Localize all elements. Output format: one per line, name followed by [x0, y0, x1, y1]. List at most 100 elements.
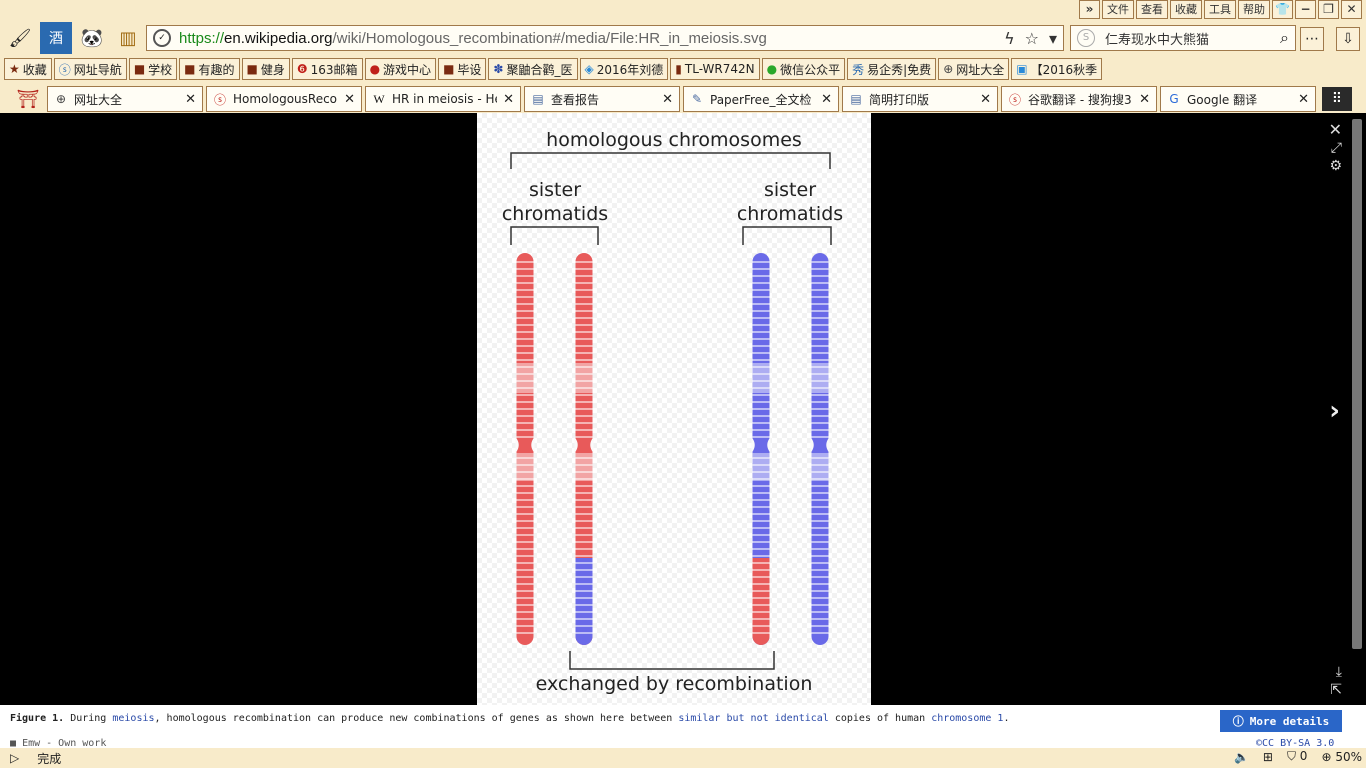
folder-icon: ■ [133, 62, 146, 76]
tab-item[interactable]: ▤简明打印版✕ [842, 86, 998, 112]
bookmark-item[interactable]: ■健身 [241, 58, 290, 80]
search-input[interactable]: 仁寿现水中大熊猫 [1105, 32, 1210, 48]
screenshot-icon[interactable]: ⊞ [1262, 749, 1273, 764]
lightning-icon[interactable]: ϟ [1004, 28, 1015, 48]
chromatid-band [575, 373, 593, 375]
chromatid-band [516, 282, 534, 284]
chromatid-band [575, 492, 593, 494]
minimize-button[interactable]: − [1295, 0, 1316, 19]
tab-item[interactable]: ⊕网址大全✕ [47, 86, 203, 112]
chromatid-band [811, 422, 829, 424]
expand-icon[interactable]: » [1079, 0, 1100, 19]
bookmark-item[interactable]: ■有趣的 [179, 58, 240, 80]
close-tab-icon[interactable]: ✕ [344, 91, 355, 107]
tab-item[interactable]: ✎PaperFree_全文检✕ [683, 86, 839, 112]
next-image-arrow-icon[interactable]: › [1329, 396, 1340, 426]
wikipedia-icon: W [373, 91, 385, 106]
bookmark-item[interactable]: 秀易企秀|免费 [847, 58, 937, 80]
download-icon[interactable]: ⇩ [1336, 27, 1360, 51]
close-tab-icon[interactable]: ✕ [980, 91, 991, 107]
close-window-button[interactable]: ✕ [1341, 0, 1362, 19]
chromatids-group [515, 253, 830, 645]
close-tab-icon[interactable]: ✕ [1139, 91, 1150, 107]
bookmark-item[interactable]: ▣【2016秋季 [1011, 58, 1103, 80]
viewer-scrollbar[interactable] [1352, 119, 1362, 649]
bookmark-item[interactable]: ▮TL-WR742N [670, 58, 760, 80]
share-icon[interactable]: ⇱ [1330, 682, 1342, 698]
url-text[interactable]: https://en.wikipedia.org/wiki/Homologous… [179, 30, 1004, 47]
bookmark-item[interactable]: ◈2016年刘德 [579, 58, 669, 80]
chromatid-band [575, 261, 593, 263]
tab-item[interactable]: ▤查看报告✕ [524, 86, 680, 112]
fullscreen-icon[interactable]: ⤢ [1330, 140, 1342, 156]
close-viewer-icon[interactable]: ✕ [1328, 120, 1342, 139]
bookmark-item[interactable]: ●游戏中心 [364, 58, 437, 80]
search-box[interactable]: S 仁寿现水中大熊猫 ⌕ [1070, 25, 1296, 51]
menu-tools[interactable]: 工具 [1204, 0, 1236, 19]
chromatid-band [575, 429, 593, 431]
link-similar[interactable]: similar but not identical [678, 713, 829, 724]
bamboo-icon[interactable]: ▥ [119, 27, 137, 49]
wine-icon[interactable]: 酒 [40, 22, 72, 54]
skin-icon[interactable]: 👕 [1272, 0, 1293, 19]
bookmark-item[interactable]: ⊕网址大全 [938, 58, 1010, 80]
chromatid-band [752, 611, 770, 613]
tab-list-button[interactable]: ⠿ [1322, 87, 1352, 111]
volume-icon[interactable]: 🔈 [1233, 749, 1249, 764]
chromatid-band [811, 506, 829, 508]
settings-gear-icon[interactable]: ⚙ [1329, 158, 1342, 174]
menu-help[interactable]: 帮助 [1238, 0, 1270, 19]
link-meiosis[interactable]: meiosis [112, 713, 155, 724]
chromatid-band [516, 317, 534, 319]
close-tab-icon[interactable]: ✕ [662, 91, 673, 107]
bookmark-item[interactable]: ●微信公众平 [761, 58, 846, 80]
secure-lock-icon[interactable]: ✓ [153, 29, 171, 47]
close-tab-icon[interactable]: ✕ [503, 91, 514, 107]
license-link[interactable]: ©CC BY-SA 3.0 [1256, 738, 1335, 749]
chromatid-pale-region [811, 453, 829, 481]
link-chromosome-1[interactable]: chromosome 1 [931, 713, 1004, 724]
dropdown-icon[interactable]: ▾ [1048, 28, 1057, 48]
panda-icon[interactable]: 🐼 [80, 27, 104, 49]
blocked-count[interactable]: ⛉ 0 [1286, 749, 1308, 763]
chromatid-band [811, 569, 829, 571]
download-image-icon[interactable]: ⤓ [1335, 664, 1342, 680]
chromatid-band [752, 506, 770, 508]
search-icon[interactable]: ⌕ [1280, 28, 1289, 47]
chromatid-band [811, 324, 829, 326]
restore-button[interactable]: ❐ [1318, 0, 1339, 19]
chromatid-band [811, 492, 829, 494]
bracket-left-sisters [510, 226, 599, 245]
bookmark-item[interactable]: ■毕设 [438, 58, 487, 80]
star-icon[interactable]: ☆ [1024, 28, 1039, 48]
bookmark-item[interactable]: ✽聚鼬合鹳_医 [488, 58, 578, 80]
brush-icon[interactable]: 🖌 [8, 27, 32, 49]
zoom-level[interactable]: ⊕ 50% [1321, 749, 1362, 764]
chromatid-band [575, 394, 593, 396]
chromatid-band [752, 310, 770, 312]
play-icon[interactable]: ▷ [10, 751, 20, 765]
menu-view[interactable]: 查看 [1136, 0, 1168, 19]
chromatid-band [516, 422, 534, 424]
home-icon[interactable]: ⛩ [16, 88, 40, 110]
more-icon[interactable]: ⋯ [1300, 27, 1324, 51]
chromatid-band [811, 485, 829, 487]
close-tab-icon[interactable]: ✕ [185, 91, 196, 107]
close-tab-icon[interactable]: ✕ [1298, 91, 1309, 107]
folder-icon: ■ [184, 62, 196, 76]
close-tab-icon[interactable]: ✕ [821, 91, 832, 107]
menu-file[interactable]: 文件 [1102, 0, 1134, 19]
bookmark-item[interactable]: ★收藏 [4, 58, 52, 80]
address-bar[interactable]: ✓ https://en.wikipedia.org/wiki/Homologo… [146, 25, 1064, 51]
menu-favorites[interactable]: 收藏 [1170, 0, 1202, 19]
bookmark-item[interactable]: ■学校 [128, 58, 178, 80]
url-host: en.wikipedia.org [224, 29, 333, 47]
